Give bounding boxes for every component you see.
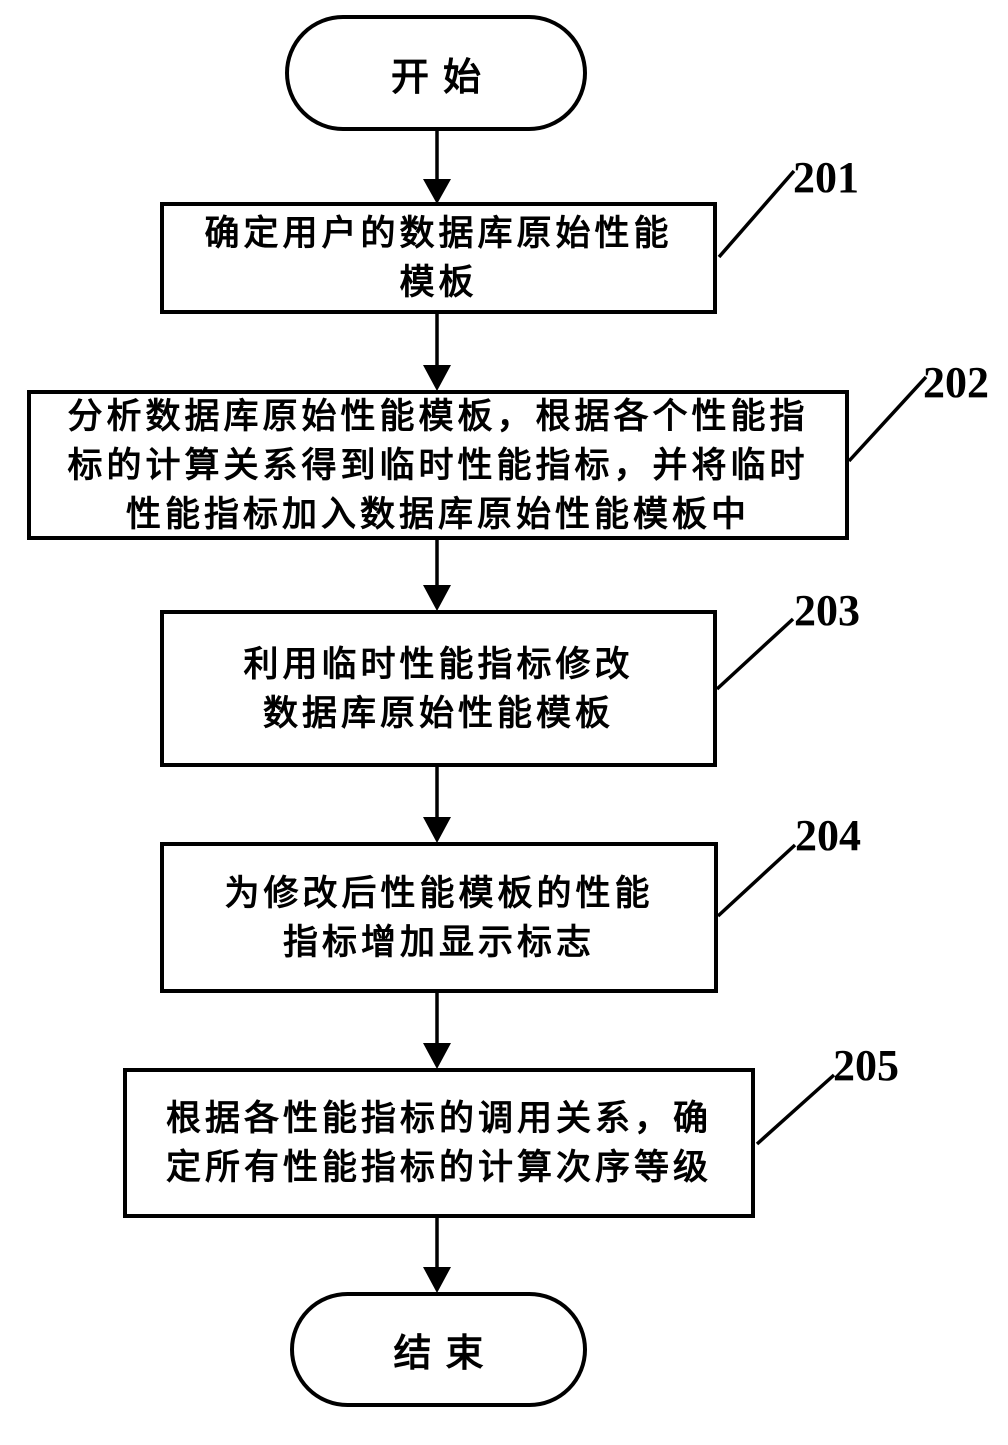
ref-leader-204 <box>716 843 797 918</box>
arrow-204-to-205 <box>423 993 451 1069</box>
process-box-205: 根据各性能指标的调用关系，确 定所有性能指标的计算次序等级 <box>123 1068 755 1218</box>
arrow-start-to-201 <box>423 131 451 204</box>
arrow-205-to-end <box>423 1218 451 1293</box>
process-text-line: 根据各性能指标的调用关系，确 <box>165 1099 712 1138</box>
process-text-line: 数据库原始性能模板 <box>262 693 614 733</box>
process-text-line: 定所有性能指标的计算次序等级 <box>165 1148 712 1187</box>
ref-number-203: 203 <box>794 586 860 635</box>
arrow-202-to-203 <box>423 540 451 611</box>
ref-leader-203 <box>715 617 795 691</box>
process-box-201: 确定用户的数据库原始性能 模板 <box>160 202 717 314</box>
ref-leader-205 <box>755 1073 836 1146</box>
ref-number-205: 205 <box>833 1041 899 1090</box>
process-text-line: 标的计算关系得到临时性能指标，并将临时 <box>67 445 809 485</box>
end-terminal: 结束 <box>290 1292 587 1407</box>
start-terminal-label: 开始 <box>390 56 495 99</box>
arrow-201-to-202 <box>423 314 451 391</box>
process-text-line: 利用临时性能指标修改 <box>243 644 634 684</box>
process-text-line: 模板 <box>399 263 478 302</box>
ref-leader-202 <box>847 375 928 463</box>
process-text-line: 确定用户的数据库原始性能 <box>204 214 673 253</box>
start-terminal: 开始 <box>285 15 587 131</box>
ref-number-201: 201 <box>793 153 859 202</box>
arrow-203-to-204 <box>423 767 451 843</box>
process-text-line: 性能指标加入数据库原始性能模板中 <box>125 494 750 534</box>
ref-number-204: 204 <box>795 811 861 860</box>
process-text-line: 为修改后性能模板的性能 <box>224 873 654 913</box>
ref-leader-201 <box>717 169 796 259</box>
process-box-203: 利用临时性能指标修改 数据库原始性能模板 <box>160 610 717 767</box>
process-box-202: 分析数据库原始性能模板，根据各个性能指 标的计算关系得到临时性能指标，并将临时 … <box>27 390 849 540</box>
end-terminal-label: 结束 <box>393 1333 498 1375</box>
process-text-line: 分析数据库原始性能模板，根据各个性能指 <box>67 396 809 436</box>
process-box-204: 为修改后性能模板的性能 指标增加显示标志 <box>160 842 718 993</box>
process-text-line: 指标增加显示标志 <box>282 922 595 962</box>
ref-number-202: 202 <box>923 358 989 407</box>
